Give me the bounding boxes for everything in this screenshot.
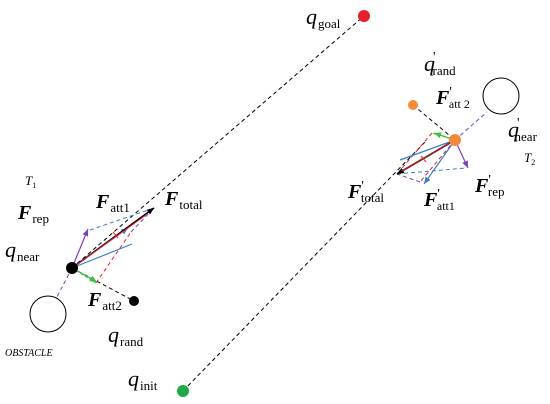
label-f-att1-right: F'att1 — [423, 187, 455, 213]
label-f-att1-left: Fatt1 — [95, 191, 130, 215]
q-near-point-left — [66, 262, 78, 274]
rand-link-left — [71, 267, 135, 302]
obstacle-link-right — [454, 111, 488, 141]
init-guide-line — [182, 140, 427, 392]
obstacle-link-left — [56, 267, 73, 298]
tick-mark-right — [420, 155, 427, 163]
label-f-att2-left: Fatt2 — [87, 289, 122, 313]
q-init-point — [177, 385, 189, 397]
f-att1-vector-right — [423, 139, 456, 185]
para-left-red-2 — [95, 231, 132, 284]
label-t2: T2 — [524, 150, 535, 167]
obstacle-circle-right — [482, 77, 520, 115]
label-q-near-right: q'near — [508, 116, 538, 144]
label-q-init: qinit — [128, 366, 158, 393]
label-f-rep-left: Frep — [17, 202, 49, 226]
label-q-near-left: qnear — [5, 237, 40, 264]
goal-guide-line — [71, 15, 365, 269]
label-f-rep-right: F'rep — [474, 173, 504, 199]
f-red-vector-right — [401, 139, 456, 172]
label-t1: T1 — [25, 173, 36, 190]
para-left-purple — [130, 207, 155, 233]
label-f-total-right: F'total — [347, 179, 384, 205]
f-blue-vector-left — [71, 243, 133, 269]
obstacle-circle-left — [29, 295, 67, 333]
para-right-purple — [396, 173, 421, 183]
f-red-vector-left — [71, 214, 147, 269]
q-near-point-right — [449, 134, 461, 146]
label-f-att2-right: F'att 2 — [435, 85, 470, 111]
q-rand-point-right — [408, 100, 418, 110]
label-obstacle: OBSTACLE — [5, 348, 53, 359]
label-f-total-left: Ftotal — [164, 188, 203, 212]
q-goal-point — [358, 10, 370, 22]
tree2-group — [396, 77, 520, 185]
label-q-goal: qgoal — [306, 4, 341, 31]
para-left-blue-dash — [89, 207, 155, 231]
label-q-rand-right: q'rand — [424, 50, 456, 78]
rand-link-right — [412, 104, 456, 141]
f-rep-vector-left — [71, 228, 89, 269]
para-right-red-1 — [396, 132, 433, 175]
tree1-group — [29, 207, 155, 333]
para-right-blue-dash — [396, 167, 467, 175]
q-rand-point-left — [129, 296, 139, 306]
para-right-red-2 — [419, 139, 456, 183]
tick-mark-left — [112, 231, 119, 239]
f-blue-vector-right — [399, 139, 456, 161]
label-q-rand-left: qrand — [108, 322, 144, 349]
